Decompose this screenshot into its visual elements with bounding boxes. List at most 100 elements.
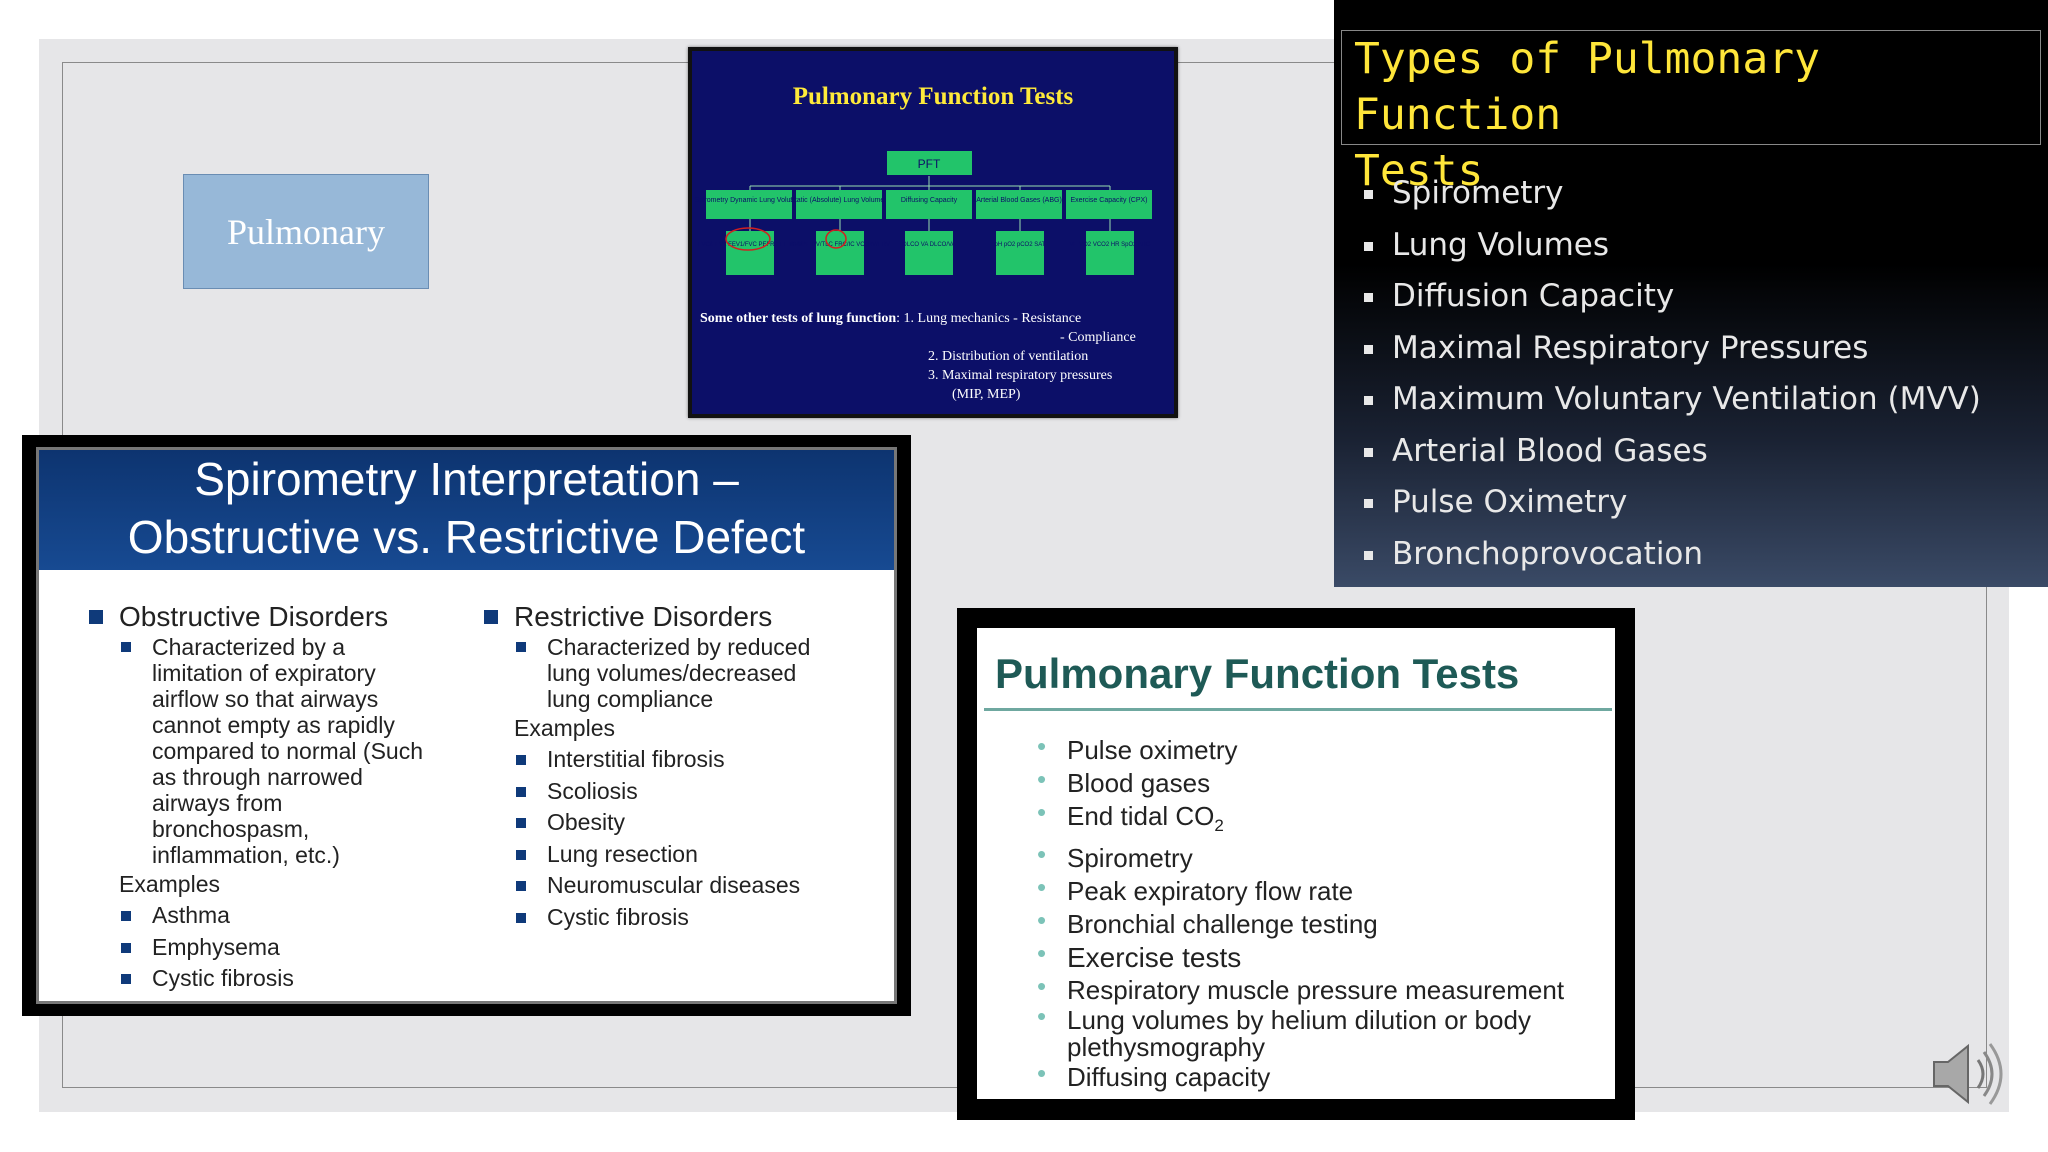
pft-notes-line: Some other tests of lung function: 1. Lu… <box>700 309 1170 328</box>
spirometry-image: Spirometry Interpretation – Obstructive … <box>22 435 911 1016</box>
pft-list-item: Respiratory muscle pressure measurement <box>1037 970 1607 1007</box>
types-list-item: Bronchoprovocation <box>1364 529 1981 581</box>
pft-list-item: Diffusing capacity <box>1037 1057 1607 1094</box>
restrictive-example: Interstitial fibrosis <box>484 744 884 776</box>
pft-leaf-label: FVC/FEV1 FEV1/FVC PEFR/FEF MVV <box>698 242 802 248</box>
obstructive-example: Emphysema <box>89 932 449 964</box>
pft-notes-line: - Compliance <box>1060 330 1136 345</box>
obstructive-examples-label: Examples <box>119 871 220 897</box>
desc-line: airflow so that airways <box>152 686 379 712</box>
types-title-line2: Tests <box>1354 146 1484 196</box>
desc-line: Characterized by a <box>152 634 346 660</box>
pft-list-item: Peak expiratory flow rate <box>1037 871 1607 908</box>
types-list-item: Maximal Respiratory Pressures <box>1364 323 1981 375</box>
types-title: Types of Pulmonary Function Tests <box>1341 30 2041 196</box>
pft-chart-title: Pulmonary Function Tests <box>792 83 1074 110</box>
pft-category-box <box>706 190 792 219</box>
pft-list-title: Pulmonary Function Tests <box>995 650 1520 697</box>
restrictive-example: Neuromuscular diseases <box>484 870 884 902</box>
pft-root-label: PFT <box>918 157 941 171</box>
restrictive-column: Restrictive Disorders Characterized by r… <box>484 600 884 933</box>
obstructive-column: Obstructive Disorders Characterized by a… <box>89 600 449 995</box>
pft-list-item-line: Lung volumes by helium dilution or body <box>1067 1005 1531 1036</box>
desc-line: as through narrowed <box>152 764 363 790</box>
restrictive-example: Scoliosis <box>484 776 884 808</box>
restrictive-description: Characterized by reduced lung volumes/de… <box>484 634 884 712</box>
pft-list-item: Pulse oximetry <box>1037 730 1607 767</box>
pft-chart-image: Pulmonary Function Tests PFT Spirometry … <box>688 47 1178 418</box>
pft-root-node: PFT <box>887 151 972 175</box>
co2-subscript: 2 <box>1214 816 1224 836</box>
speaker-volume-icon[interactable] <box>1930 1036 2010 1117</box>
pft-list-item-line: plethysmography <box>1067 1032 1265 1063</box>
pft-category-label: Exercise Capacity (CPX) <box>1070 197 1147 204</box>
pft-leaf-label: DLCO VA DLCO/VA <box>902 242 955 248</box>
pft-list-item: Spirometry <box>1037 838 1607 875</box>
pft-notes-line: (MIP, MEP) <box>952 387 1021 402</box>
pft-list-item: Exercise tests <box>1037 937 1607 974</box>
pft-list-item: End tidal CO2 <box>1037 796 1607 842</box>
pft-leaf-label: SLOPE RV/TLC FRC/IC VC/IRV/ERV <box>790 242 890 248</box>
pulmonary-label-box: Pulmonary <box>183 174 429 289</box>
obstructive-example: Asthma <box>89 900 449 932</box>
types-list-item: Diffusion Capacity <box>1364 271 1981 323</box>
types-title-line1: Types of Pulmonary Function <box>1354 34 1820 140</box>
pft-notes-text: : 1. Lung mechanics - Resistance <box>896 311 1082 326</box>
pft-list-item-text: End tidal CO <box>1067 801 1215 831</box>
pft-leaf-box <box>726 231 774 275</box>
pft-category-box <box>886 190 972 219</box>
pft-list-slide: Pulmonary Function Tests Pulse oximetry … <box>977 628 1615 1099</box>
spirometry-title-line2: Obstructive vs. Restrictive Defect <box>127 511 806 563</box>
pft-category-box <box>976 190 1062 219</box>
pft-leaf-label: VE VO2 VCO2 HR SpO2 ABG <box>1069 242 1150 248</box>
pft-notes: Some other tests of lung function: 1. Lu… <box>700 309 1170 404</box>
desc-line: lung compliance <box>547 686 714 712</box>
pft-list-item: Lung volumes by helium dilution or body … <box>1037 1003 1607 1063</box>
desc-line: limitation of expiratory <box>152 660 376 686</box>
pft-category-label: Arterial Blood Gases (ABG) <box>976 197 1062 204</box>
pft-notes-line: 2. Distribution of ventilation <box>928 349 1089 364</box>
pft-leaf-box <box>816 231 864 275</box>
types-list: Spirometry Lung Volumes Diffusion Capaci… <box>1364 168 1981 580</box>
restrictive-example: Lung resection <box>484 839 884 871</box>
highlight-circle <box>725 227 771 251</box>
desc-line: inflammation, etc.) <box>152 842 340 868</box>
pft-leaf-box <box>996 231 1044 275</box>
restrictive-example: Cystic fibrosis <box>484 902 884 934</box>
title-underline <box>984 708 1612 711</box>
desc-line: cannot empty as rapidly <box>152 712 395 738</box>
spirometry-title-line1: Spirometry Interpretation – <box>194 453 739 505</box>
desc-line: airways from <box>152 790 283 816</box>
desc-line: Characterized by reduced <box>547 634 811 660</box>
pft-leaf-label: pH pO2 pCO2 SAT <box>995 242 1046 248</box>
types-list-item: Maximum Voluntary Ventilation (MVV) <box>1364 374 1981 426</box>
types-of-pft-image: Types of Pulmonary Function Tests Spirom… <box>1334 0 2048 587</box>
restrictive-heading: Restrictive Disorders <box>484 600 884 634</box>
pft-category-label: Spirometry Dynamic Lung Volumes <box>694 197 804 204</box>
pft-notes-lead: Some other tests of lung function <box>700 311 897 326</box>
types-list-item: Lung Volumes <box>1364 220 1981 272</box>
obstructive-description: Characterized by a limitation of expirat… <box>89 634 449 868</box>
pft-notes-line: 3. Maximal respiratory pressures <box>928 368 1113 383</box>
pft-category-label: Static (Absolute) Lung Volumes <box>790 197 888 204</box>
spirometry-slide: Spirometry Interpretation – Obstructive … <box>36 447 897 1004</box>
pft-leaf-box <box>905 231 953 275</box>
desc-line: lung volumes/decreased <box>547 660 797 686</box>
pft-list: Pulse oximetry Blood gases End tidal CO2… <box>1037 730 1607 1094</box>
obstructive-heading: Obstructive Disorders <box>89 600 449 634</box>
pft-category-box <box>796 190 882 219</box>
pft-list-item: Blood gases <box>1037 763 1607 800</box>
desc-line: bronchospasm, <box>152 816 310 842</box>
spirometry-header: Spirometry Interpretation – Obstructive … <box>39 450 894 570</box>
desc-line: compared to normal (Such <box>152 738 424 764</box>
pulmonary-label: Pulmonary <box>227 211 385 252</box>
pft-list-item: Bronchial challenge testing <box>1037 904 1607 941</box>
pft-category-label: Diffusing Capacity <box>901 197 958 204</box>
restrictive-examples-label: Examples <box>514 715 615 741</box>
pft-category-box <box>1066 190 1152 219</box>
pft-tree-diagram: PFT Spirometry Dynamic Lung Volumes Stat… <box>694 151 1152 275</box>
restrictive-example: Obesity <box>484 807 884 839</box>
pft-leaf-box <box>1086 231 1134 275</box>
types-list-item: Arterial Blood Gases <box>1364 426 1981 478</box>
highlight-circle <box>825 229 847 249</box>
